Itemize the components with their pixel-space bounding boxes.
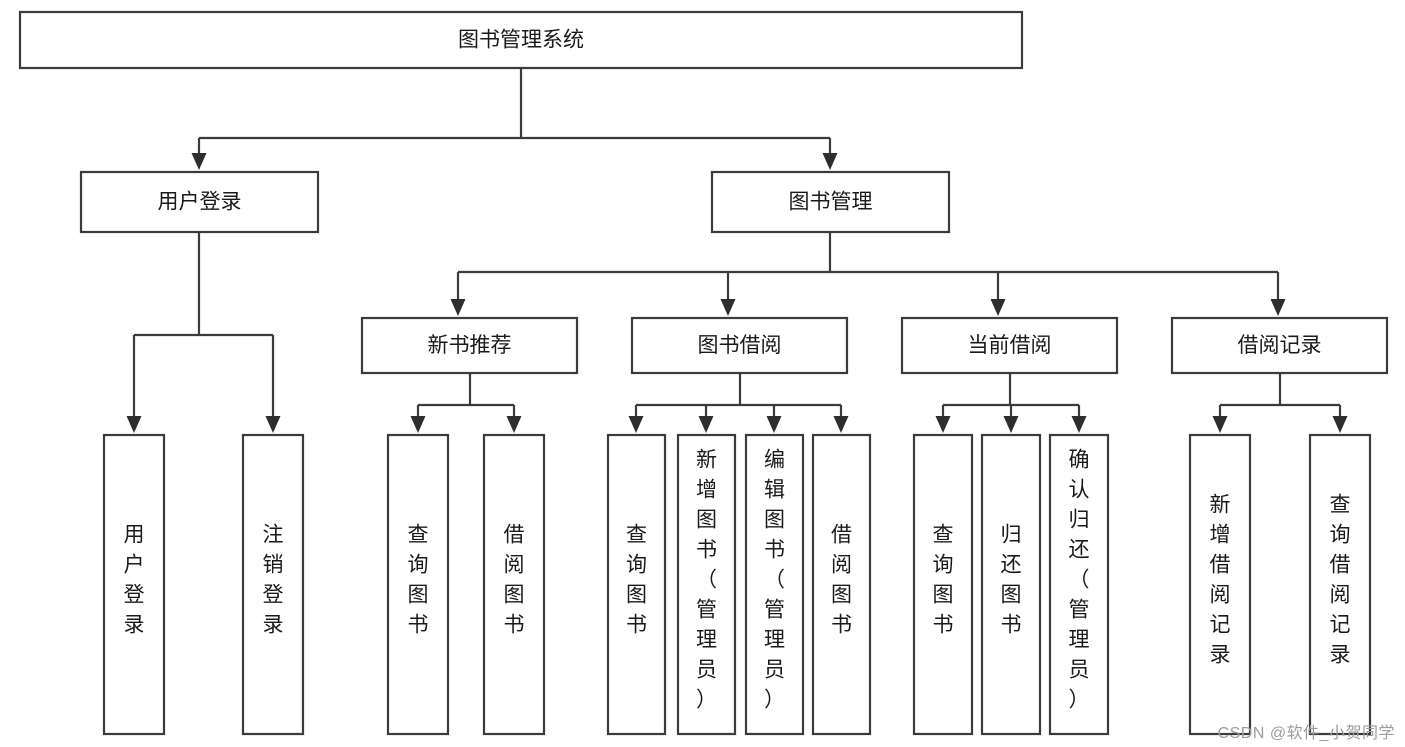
- node-label: 借阅记录: [1238, 334, 1322, 357]
- connectors-layer: [126, 68, 1348, 433]
- node-label: 图书管理系统: [458, 29, 584, 52]
- node-label: 图书借阅: [698, 334, 782, 357]
- node-label: 图书管理: [789, 191, 873, 214]
- node-label: 新增图书（管理员）: [696, 449, 717, 712]
- connector-book-manage-to-level2: [450, 232, 1286, 316]
- node-leaf-return-book[interactable]: 归还图书: [980, 433, 1042, 736]
- node-leaf-user-logout[interactable]: 注销登录: [241, 433, 305, 736]
- node-label: 当前借阅: [968, 334, 1052, 357]
- connector-borrow-record-to-leaves: [1212, 373, 1348, 433]
- node-leaf-add-book[interactable]: 新增图书（管理员）: [676, 433, 737, 736]
- csdn-watermark: CSDN @软件_小贺同学: [1217, 725, 1395, 742]
- node-label: 用户登录: [158, 191, 242, 214]
- node-label: 新增借阅记录: [1210, 494, 1231, 667]
- node-label: 注销登录: [263, 524, 284, 637]
- node-label: 查询图书: [933, 524, 954, 637]
- node-root[interactable]: 图书管理系统: [18, 10, 1024, 70]
- node-user-login[interactable]: 用户登录: [79, 170, 320, 234]
- connector-book-borrow-to-leaves: [628, 373, 849, 433]
- node-leaf-borrow-book-1[interactable]: 借阅图书: [482, 433, 546, 736]
- node-leaf-query-book-1[interactable]: 查询图书: [386, 433, 450, 736]
- node-leaf-borrow-book-2[interactable]: 借阅图书: [811, 433, 872, 736]
- connector-user-login-to-leaves: [126, 232, 281, 433]
- connector-current-borrow-to-leaves: [935, 373, 1087, 433]
- node-leaf-user-login[interactable]: 用户登录: [102, 433, 166, 736]
- node-leaf-confirm-return[interactable]: 确认归还（管理员）: [1048, 433, 1110, 736]
- node-label: 借阅图书: [504, 524, 525, 637]
- node-leaf-add-record[interactable]: 新增借阅记录: [1188, 433, 1252, 736]
- node-label: 查询图书: [408, 524, 429, 637]
- node-book-borrow[interactable]: 图书借阅: [630, 316, 849, 375]
- node-label: 查询图书: [626, 524, 647, 637]
- node-leaf-query-record[interactable]: 查询借阅记录: [1308, 433, 1372, 736]
- node-leaf-query-book-2[interactable]: 查询图书: [606, 433, 667, 736]
- node-leaf-query-book-3[interactable]: 查询图书: [912, 433, 974, 736]
- node-label: 新书推荐: [428, 334, 512, 357]
- node-leaf-edit-book[interactable]: 编辑图书（管理员）: [744, 433, 805, 736]
- node-label: 用户登录: [124, 524, 145, 637]
- node-new-book-recommend[interactable]: 新书推荐: [360, 316, 579, 375]
- node-label: 编辑图书（管理员）: [764, 449, 785, 712]
- node-borrow-record[interactable]: 借阅记录: [1170, 316, 1389, 375]
- node-label: 查询借阅记录: [1330, 494, 1351, 667]
- node-book-manage[interactable]: 图书管理: [710, 170, 951, 234]
- node-label: 归还图书: [1001, 524, 1022, 637]
- connector-new-book-recommend-to-leaves: [410, 373, 522, 433]
- node-label: 借阅图书: [831, 524, 852, 637]
- node-label: 确认归还（管理员）: [1069, 449, 1090, 712]
- connector-root-to-level1: [191, 68, 838, 170]
- node-current-borrow[interactable]: 当前借阅: [900, 316, 1119, 375]
- nodes-layer: 图书管理系统用户登录图书管理新书推荐图书借阅当前借阅借阅记录用户登录注销登录查询…: [18, 10, 1389, 736]
